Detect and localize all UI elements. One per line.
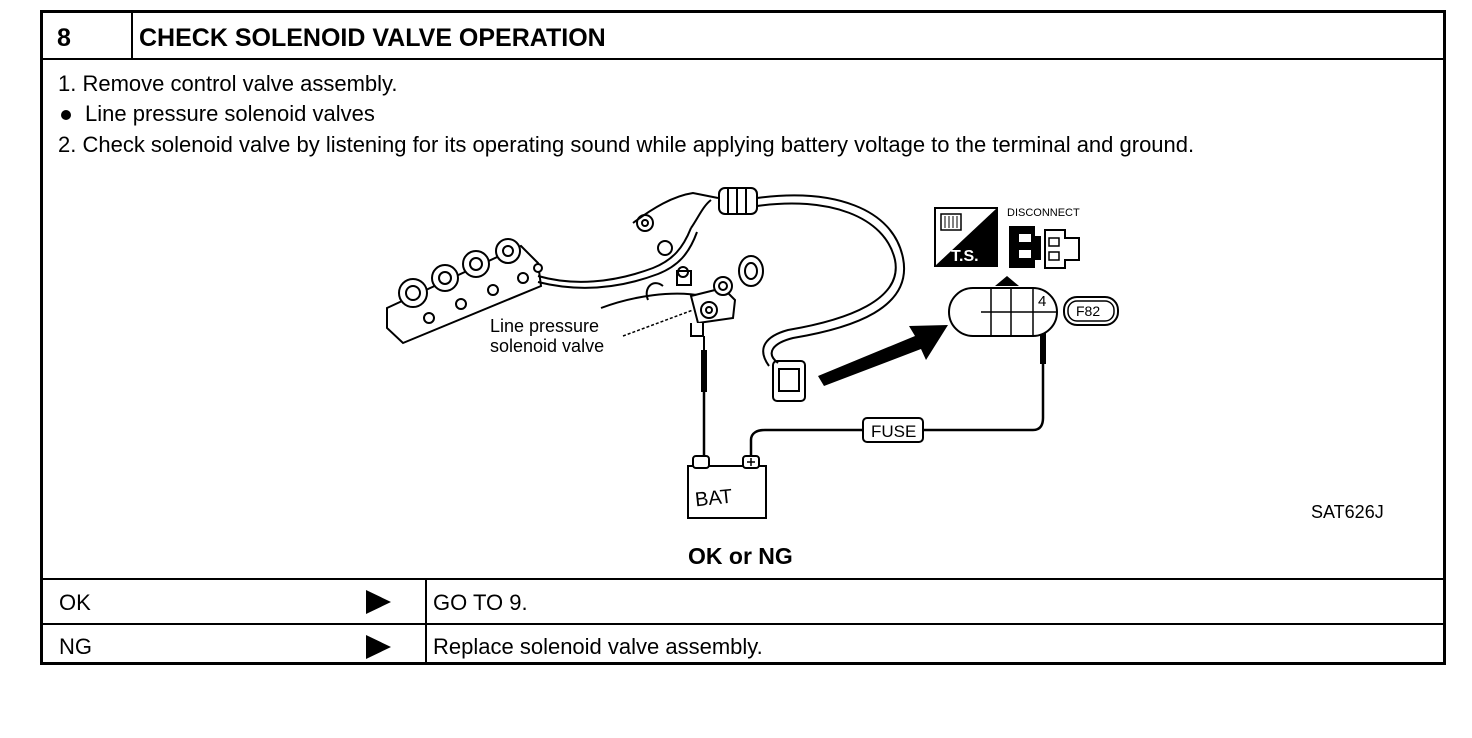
connector-id-badge: [1063, 296, 1119, 326]
line-pressure-solenoid-valve: [689, 276, 737, 337]
result-status-ok: OK: [59, 590, 91, 615]
wire-harness: [537, 187, 906, 402]
test-lead-negative: [701, 336, 707, 458]
bullet-icon: [61, 110, 71, 120]
valve-label-line2: solenoid valve: [490, 336, 604, 356]
instruction-1: 1. Remove control valve assembly.: [58, 71, 398, 96]
test-lead-positive: [749, 428, 863, 456]
control-valve-body: [386, 238, 543, 345]
result-column-divider: [425, 579, 427, 665]
direction-arrow: [818, 325, 948, 386]
result-rule-top: [43, 578, 1443, 580]
header-divider: [131, 13, 133, 59]
up-arrow-icon: [995, 276, 1019, 286]
harness-connector-face: [948, 287, 1058, 337]
disconnect-label: DISCONNECT: [1007, 207, 1080, 219]
valve-label-line1: Line pressure: [490, 316, 599, 336]
battery-label: BAT: [694, 486, 734, 512]
result-status-ng: NG: [59, 634, 92, 659]
ts-label: T.S.: [951, 248, 979, 265]
tester-symbol-icon: [934, 207, 998, 267]
connector-id: F82: [1076, 303, 1100, 319]
inspection-table: 8 CHECK SOLENOID VALVE OPERATION 1. Remo…: [40, 10, 1446, 665]
result-rule-middle: [43, 623, 1443, 625]
result-action-ok: GO TO 9.: [433, 590, 528, 615]
battery: [687, 455, 767, 519]
instruction-bullet: Line pressure solenoid valves: [85, 101, 375, 126]
disconnect-icon: [1009, 226, 1080, 269]
result-action-ng: Replace solenoid valve assembly.: [433, 634, 763, 659]
instruction-2: 2. Check solenoid valve by listening for…: [58, 132, 1195, 157]
wiring-diagram: Line pressure solenoid valve BAT FUSE: [386, 187, 1119, 519]
step-title: CHECK SOLENOID VALVE OPERATION: [139, 24, 606, 52]
fuse-label: FUSE: [871, 422, 916, 441]
play-arrow-icon: [366, 635, 391, 659]
play-arrow-icon: [366, 590, 391, 614]
step-number: 8: [57, 24, 71, 52]
terminal-number: 4: [1038, 293, 1046, 310]
header-rule: [43, 58, 1443, 60]
figure-code: SAT626J: [1311, 502, 1384, 522]
result-question: OK or NG: [688, 543, 793, 569]
